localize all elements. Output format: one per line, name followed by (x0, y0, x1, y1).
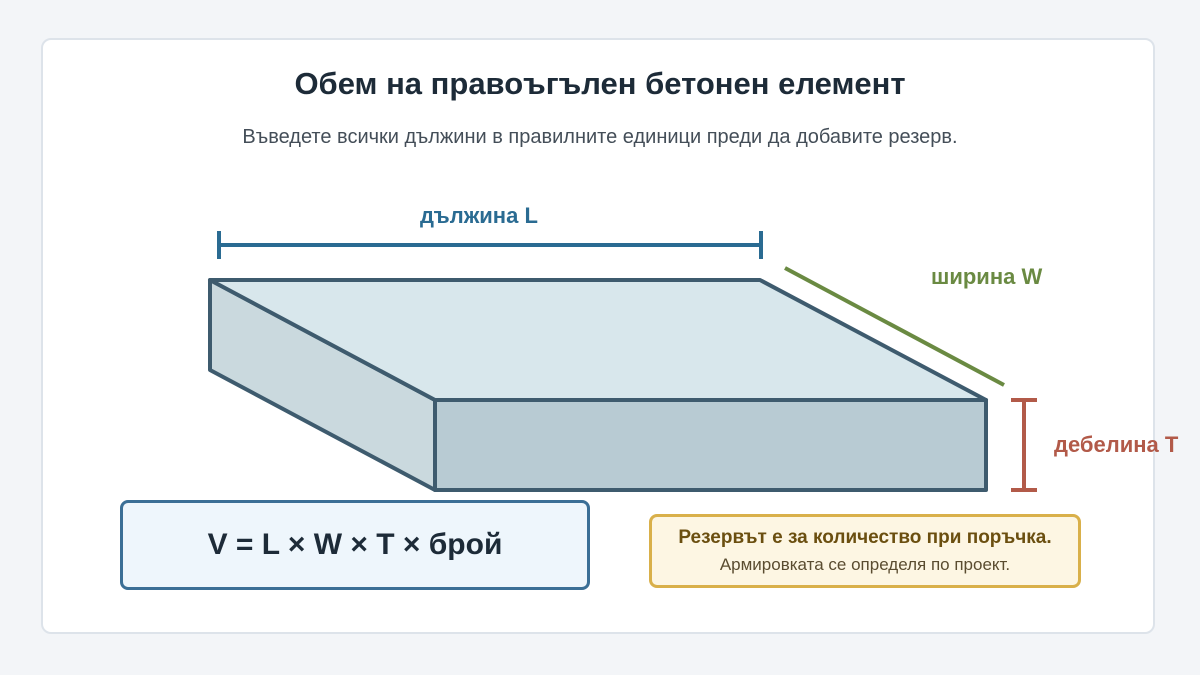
length-dimension (217, 231, 763, 259)
formula-text: V = L × W × T × брой (207, 528, 503, 561)
slab-top-face (208, 278, 988, 402)
page-subtitle: Въведете всички дължини в правилните еди… (242, 126, 958, 148)
formula-box: V = L × W × T × брой (120, 500, 590, 590)
width-label: ширина W (931, 264, 1043, 289)
thickness-dimension (1011, 398, 1037, 492)
length-label: дължина L (420, 203, 538, 228)
width-dimension (784, 266, 1005, 387)
thickness-label: дебелина T (1054, 432, 1179, 457)
note-box: Резервът е за количество при поръчка. Ар… (649, 514, 1081, 588)
note-text: Армировката се определя по проект. (719, 555, 1011, 574)
slab-front-face (433, 398, 988, 492)
note-heading: Резервът е за количество при поръчка. (678, 527, 1052, 548)
page-title: Обем на правоъгълен бетонен елемент (294, 66, 906, 101)
